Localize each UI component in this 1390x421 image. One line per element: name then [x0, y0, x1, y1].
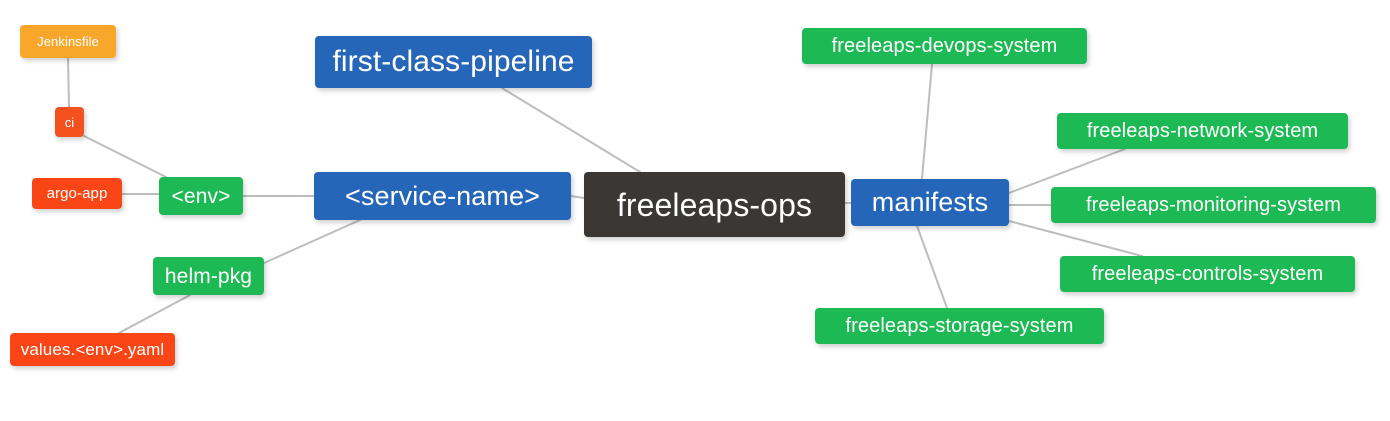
mindmap-node-manifests[interactable]: manifests: [851, 179, 1009, 226]
mindmap-node-label-freeleaps-controls-system: freeleaps-controls-system: [1091, 263, 1324, 285]
mindmap-node-helm-pkg[interactable]: helm-pkg: [153, 257, 264, 295]
mindmap-edge-values-env-yaml-to-helm-pkg: [118, 294, 191, 334]
mindmap-node-label-service-name: <service-name>: [345, 180, 540, 211]
mindmap-node-ci[interactable]: ci: [55, 107, 84, 137]
mindmap-node-label-values-env-yaml: values.<env>.yaml: [20, 340, 165, 359]
mindmap-edge-jenkinsfile-to-ci: [67, 57, 70, 108]
mindmap-edge-manifests-to-freeleaps-controls-system: [1008, 220, 1143, 257]
mindmap-node-argo-app[interactable]: argo-app: [32, 178, 122, 209]
mindmap-node-freeleaps-network-system[interactable]: freeleaps-network-system: [1057, 113, 1348, 149]
mindmap-node-freeleaps-monitoring-system[interactable]: freeleaps-monitoring-system: [1051, 187, 1376, 223]
mindmap-node-service-name[interactable]: <service-name>: [314, 172, 571, 220]
mindmap-node-label-freeleaps-devops-system: freeleaps-devops-system: [831, 35, 1058, 57]
mindmap-node-freeleaps-storage-system[interactable]: freeleaps-storage-system: [815, 308, 1104, 344]
mindmap-node-label-manifests: manifests: [871, 187, 989, 217]
mindmap-node-freeleaps-ops[interactable]: freeleaps-ops: [584, 172, 845, 237]
mindmap-node-label-freeleaps-ops: freeleaps-ops: [616, 186, 813, 223]
mindmap-node-label-env: <env>: [171, 184, 231, 208]
mindmap-node-label-argo-app: argo-app: [46, 185, 108, 202]
mindmap-node-label-first-class-pipeline: first-class-pipeline: [332, 45, 575, 78]
mindmap-edge-manifests-to-freeleaps-devops-system: [921, 63, 933, 180]
mindmap-edge-manifests-to-freeleaps-storage-system: [916, 225, 948, 309]
mindmap-edge-first-class-pipeline-to-freeleaps-ops: [501, 87, 641, 173]
mindmap-node-label-helm-pkg: helm-pkg: [164, 264, 253, 288]
mindmap-node-freeleaps-devops-system[interactable]: freeleaps-devops-system: [802, 28, 1087, 64]
mindmap-edge-service-name-to-freeleaps-ops: [570, 195, 585, 199]
mindmap-node-label-freeleaps-network-system: freeleaps-network-system: [1086, 120, 1319, 142]
mindmap-edge-ci-to-env: [83, 135, 167, 178]
mindmap-node-jenkinsfile[interactable]: Jenkinsfile: [20, 25, 116, 58]
mindmap-node-label-ci: ci: [64, 114, 75, 130]
mindmap-node-label-jenkinsfile: Jenkinsfile: [37, 34, 99, 49]
mindmap-node-env[interactable]: <env>: [159, 177, 243, 215]
mindmap-node-label-freeleaps-monitoring-system: freeleaps-monitoring-system: [1085, 194, 1341, 216]
mindmap-node-first-class-pipeline[interactable]: first-class-pipeline: [315, 36, 592, 88]
mindmap-node-label-freeleaps-storage-system: freeleaps-storage-system: [845, 315, 1074, 337]
mindmap-node-values-env-yaml[interactable]: values.<env>.yaml: [10, 333, 175, 366]
mindmap-edge-helm-pkg-to-service-name: [263, 219, 361, 264]
mindmap-node-freeleaps-controls-system[interactable]: freeleaps-controls-system: [1060, 256, 1355, 292]
